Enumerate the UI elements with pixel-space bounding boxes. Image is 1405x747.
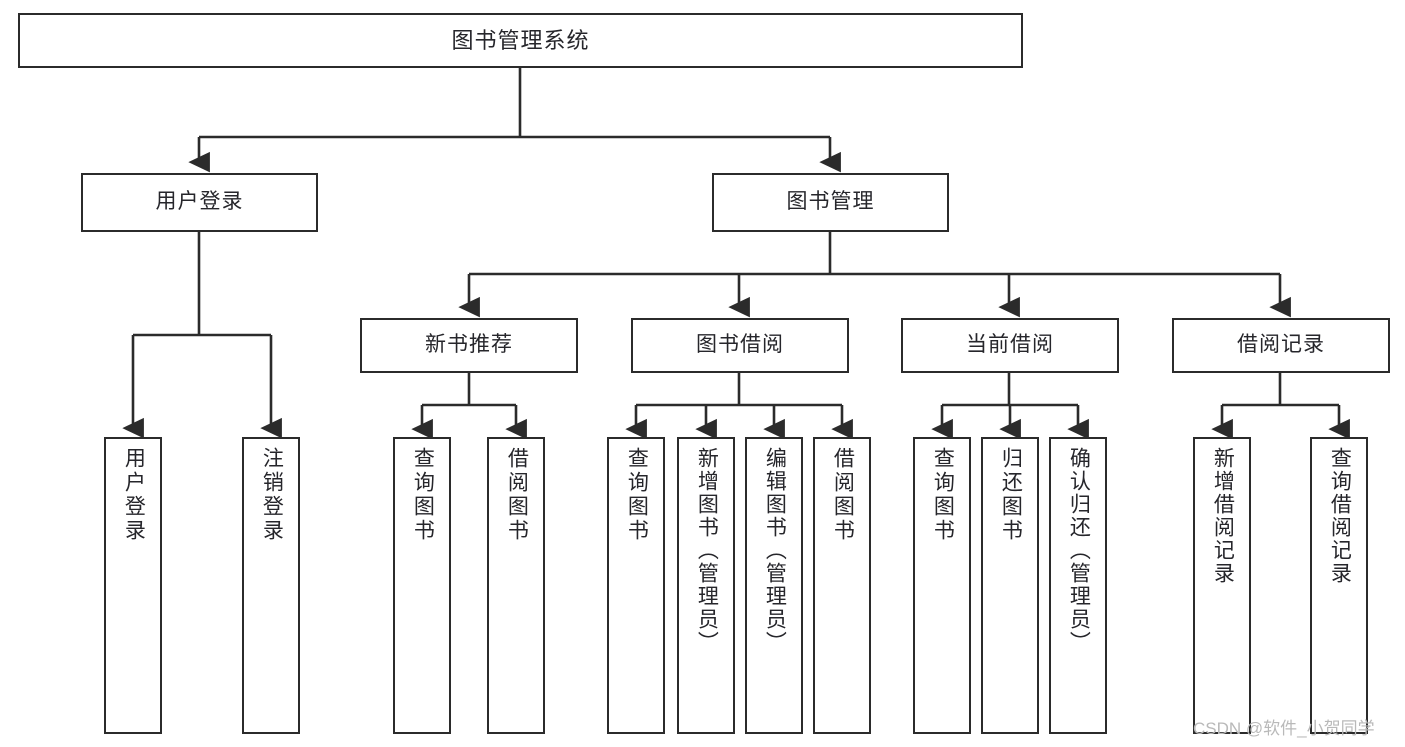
node-borrow-records[interactable]: 借阅记录 bbox=[1172, 318, 1390, 373]
leaf-recommend-borrow-book[interactable]: 借阅图书 bbox=[487, 437, 545, 734]
node-label: 用户登录 bbox=[122, 447, 146, 543]
leaf-user-login-login[interactable]: 用户登录 bbox=[104, 437, 162, 734]
leaf-current-confirm-return-admin[interactable]: 确认归还（管理员） bbox=[1049, 437, 1107, 734]
node-book-borrow[interactable]: 图书借阅 bbox=[631, 318, 849, 373]
leaf-records-query-record[interactable]: 查询借阅记录 bbox=[1310, 437, 1368, 734]
node-label: 编辑图书（管理员） bbox=[763, 447, 787, 654]
leaf-borrow-add-book-admin[interactable]: 新增图书（管理员） bbox=[677, 437, 735, 734]
leaf-borrow-borrow-book[interactable]: 借阅图书 bbox=[813, 437, 871, 734]
node-label: 查询图书 bbox=[625, 447, 649, 543]
leaf-borrow-edit-book-admin[interactable]: 编辑图书（管理员） bbox=[745, 437, 803, 734]
node-label: 新书推荐 bbox=[425, 333, 513, 357]
leaf-borrow-query-book[interactable]: 查询图书 bbox=[607, 437, 665, 734]
node-label: 查询图书 bbox=[931, 447, 955, 543]
node-book-management[interactable]: 图书管理 bbox=[712, 173, 949, 232]
csdn-watermark: CSDN @软件_小贺同学 bbox=[1193, 719, 1375, 738]
node-label: 图书管理 bbox=[786, 190, 875, 214]
leaf-current-return-book[interactable]: 归还图书 bbox=[981, 437, 1039, 734]
leaf-user-login-logout[interactable]: 注销登录 bbox=[242, 437, 300, 734]
node-label: 注销登录 bbox=[260, 447, 284, 543]
node-new-book-recommend[interactable]: 新书推荐 bbox=[360, 318, 578, 373]
node-label: 借阅图书 bbox=[505, 447, 529, 543]
node-label: 查询借阅记录 bbox=[1328, 447, 1352, 585]
leaf-recommend-query-book[interactable]: 查询图书 bbox=[393, 437, 451, 734]
node-label: 确认归还（管理员） bbox=[1067, 447, 1091, 654]
node-label: 图书借阅 bbox=[696, 333, 784, 357]
node-label: 借阅记录 bbox=[1237, 333, 1325, 357]
node-label: 归还图书 bbox=[999, 447, 1023, 543]
node-label: 新增图书（管理员） bbox=[695, 447, 719, 654]
leaf-records-add-record[interactable]: 新增借阅记录 bbox=[1193, 437, 1251, 734]
leaf-current-query-book[interactable]: 查询图书 bbox=[913, 437, 971, 734]
node-label: 当前借阅 bbox=[966, 333, 1054, 357]
node-label: 借阅图书 bbox=[831, 447, 855, 543]
node-label: 新增借阅记录 bbox=[1211, 447, 1235, 585]
node-current-borrow[interactable]: 当前借阅 bbox=[901, 318, 1119, 373]
node-user-login[interactable]: 用户登录 bbox=[81, 173, 318, 232]
node-root-system[interactable]: 图书管理系统 bbox=[18, 13, 1023, 68]
node-label: 用户登录 bbox=[155, 190, 244, 214]
node-label: 查询图书 bbox=[411, 447, 435, 543]
node-label: 图书管理系统 bbox=[451, 27, 590, 53]
